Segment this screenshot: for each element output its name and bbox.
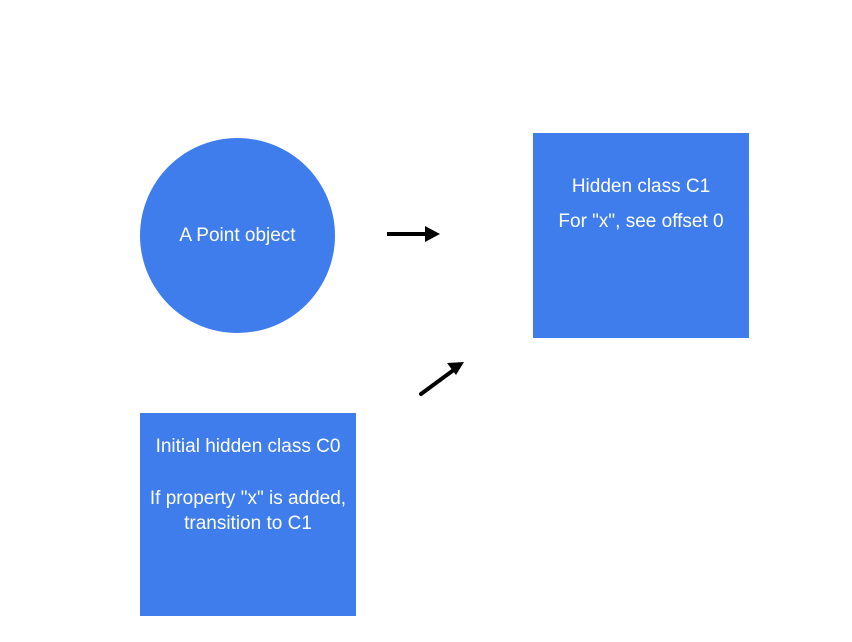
- point-object-node: A Point object: [140, 138, 335, 333]
- point-object-label: A Point object: [179, 224, 296, 246]
- hidden-class-c0-node: Initial hidden class C0 If property "x" …: [140, 413, 356, 616]
- hidden-class-c1-node: Hidden class C1 For "x", see offset 0: [533, 133, 749, 338]
- hidden-class-c1-description: For "x", see offset 0: [558, 210, 724, 232]
- hidden-class-c0-title: Initial hidden class C0: [155, 436, 341, 457]
- hidden-class-c1-title: Hidden class C1: [571, 176, 711, 197]
- hidden-class-c0-description-line1: If property "x" is added,: [149, 487, 347, 509]
- arrow-c0-to-c1: [419, 362, 464, 396]
- arrow-point-to-c1: [387, 226, 440, 242]
- hidden-class-c0-description-line2: transition to C1: [184, 513, 312, 535]
